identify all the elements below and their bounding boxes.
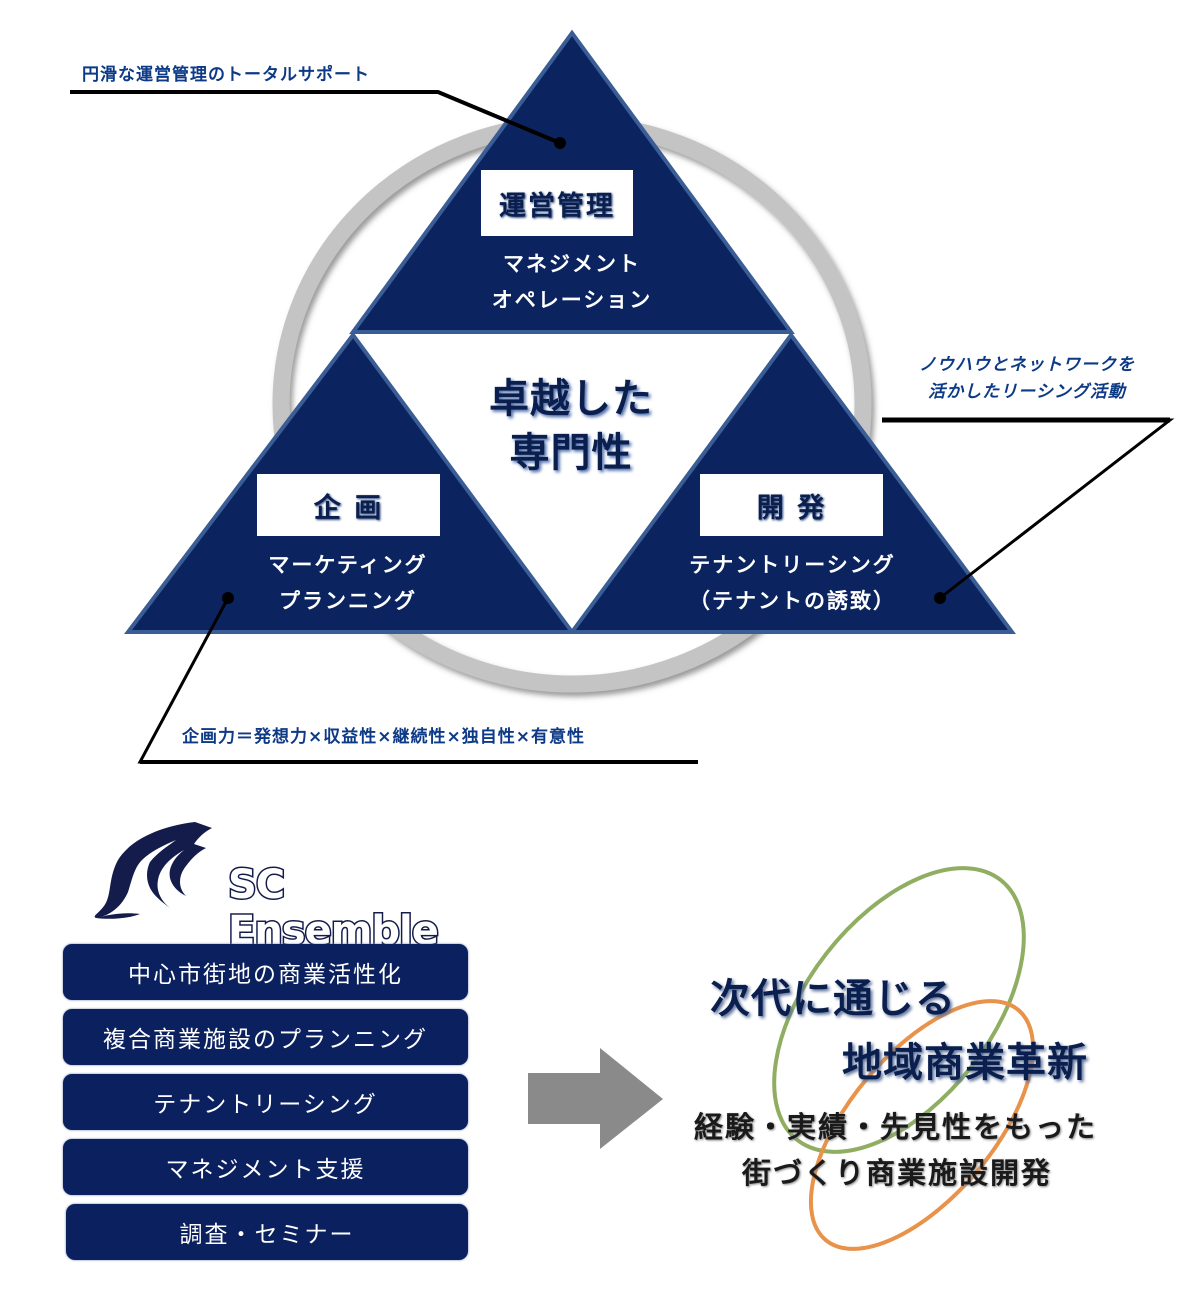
triangle-left-title: 企 画 (257, 474, 440, 536)
center-title: 卓越した 専門性 (446, 372, 696, 480)
triangle-left-sub-line-2: プランニング (279, 589, 417, 613)
callout-top-left: 円滑な運営管理のトータルサポート (82, 65, 370, 85)
triangle-right-title: 開 発 (700, 474, 883, 536)
callout-right-line-2: 活かしたリーシング活動 (928, 382, 1126, 402)
slogan-line-1: 次代に通じる (710, 975, 956, 1022)
callout-dot-right (934, 592, 946, 604)
triangle-left-sub-line-1: マーケティング (268, 553, 428, 577)
logo-text: SC Ensemble (227, 861, 441, 956)
center-title-line-1: 卓越した (489, 375, 653, 422)
triangle-top-sub-line-2: オペレーション (491, 288, 653, 312)
green-ellipse (772, 866, 1026, 1154)
callout-line-top (70, 90, 561, 145)
service-item: 調査・セミナー (66, 1204, 468, 1260)
service-item: 中心市街地の商業活性化 (63, 944, 468, 1000)
center-title-line-2: 専門性 (509, 429, 633, 476)
service-item: テナントリーシング (63, 1074, 468, 1130)
service-item: マネジメント支援 (63, 1139, 468, 1195)
slogan-sub-line-2: 街づくり商業施設開発 (742, 1156, 1053, 1190)
callout-dot-bottom (222, 592, 234, 604)
triangle-top-sub-line-1: マネジメント (503, 252, 641, 276)
callout-dot-top (554, 137, 566, 149)
callout-right-line-1: ノウハウとネットワークを (919, 355, 1135, 375)
triangle-right-sub-line-2: （テナントの誘致） (689, 589, 896, 613)
triangle-top-title: 運営管理 (481, 170, 633, 236)
orange-ellipse (808, 999, 1036, 1251)
callout-bottom: 企画力＝発想力×収益性×継続性×独自性×有意性 (182, 727, 585, 747)
company-logo: SC Ensemble (88, 818, 448, 956)
triangle-left-subtitle: マーケティング プランニング (228, 547, 468, 619)
triangle-top-subtitle: マネジメント オペレーション (452, 246, 692, 318)
callout-right: ノウハウとネットワークを 活かしたリーシング活動 (882, 352, 1172, 406)
swirl-figure-icon (94, 822, 212, 919)
arrow-right-icon (528, 1048, 663, 1149)
slogan-line-2: 地域商業革新 (842, 1039, 1088, 1086)
triangle-right-sub-line-1: テナントリーシング (689, 553, 896, 577)
slogan-sub-line-1: 経験・実績・先見性をもった (694, 1110, 1098, 1144)
triangle-right-subtitle: テナントリーシング （テナントの誘致） (660, 547, 925, 619)
service-item: 複合商業施設のプランニング (63, 1009, 468, 1065)
service-list: 中心市街地の商業活性化 複合商業施設のプランニング テナントリーシング マネジメ… (63, 944, 468, 1269)
